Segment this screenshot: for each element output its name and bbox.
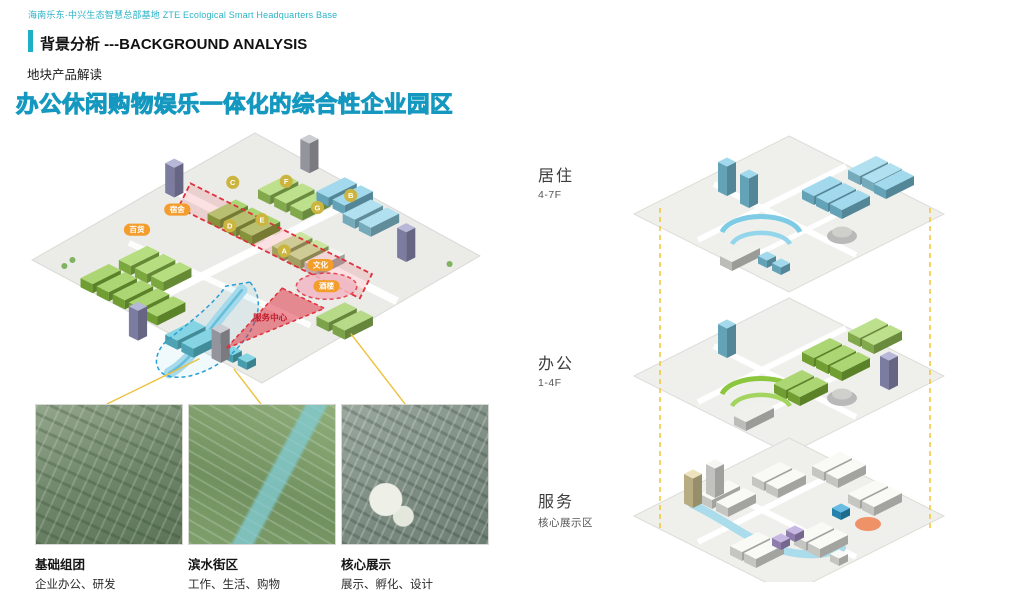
section-title-en: ---BACKGROUND ANALYSIS [100,36,308,53]
layer-stack-diagram [632,135,946,582]
layer-label-office: 办公 1-4F [538,350,574,389]
photo-caption-subtitle: 企业办公、研发 [35,579,116,591]
block-letter: F [284,177,289,186]
layer-name: 服务 [538,494,575,511]
photo-leader-lines [106,333,406,405]
subsection-title: 地块产品解读 [27,68,103,82]
layer-name: 居住 [538,168,575,185]
office-plate [632,297,946,455]
photo-strip: 基础组团 企业办公、研发 滨水街区 工作、生活、购物 核心展示 展示、孵化、设计 [35,404,489,592]
block-letter: B [348,191,354,200]
photo-card: 滨水街区 工作、生活、购物 [188,404,336,592]
block-letter: E [259,215,264,224]
photo-card: 核心展示 展示、孵化、设计 [341,404,489,592]
photo-core-display-image [341,404,489,545]
masterplan-diagram: 宿舍 百货 文化 酒楼 服务中心 C F B G E D A [31,132,481,405]
photo-card: 基础组团 企业办公、研发 [35,404,183,592]
zone-badges: 宿舍 百货 文化 酒楼 服务中心 [123,203,340,322]
layer-floors: 4-7F [538,189,562,201]
layer-floors: 1-4F [538,377,562,389]
layer-floors: 核心展示区 [538,517,593,529]
service-plate [632,437,946,582]
photo-caption-subtitle: 展示、孵化、设计 [341,579,433,591]
layer-label-service: 服务 核心展示区 [538,488,593,530]
waterfront-outline [155,281,259,379]
zone-label-dorm: 宿舍 [170,204,186,214]
section-title: 背景分析 ---BACKGROUND ANALYSIS [40,33,307,54]
photo-waterfront-image [188,404,336,545]
section-accent-bar [28,30,33,52]
layer-name: 办公 [538,356,575,373]
block-letters: C F B G E D A [223,174,358,258]
photo-caption-title: 基础组团 [35,558,86,572]
photo-base-cluster-image [35,404,183,545]
zone-label-restaurant: 酒楼 [319,281,335,291]
photo-caption-title: 滨水街区 [188,558,239,572]
project-title: 海南乐东·中兴生态智慧总部基地 ZTE Ecological Smart Hea… [28,10,338,20]
section-title-cn: 背景分析 [40,36,101,53]
photo-caption-subtitle: 工作、生活、购物 [188,579,280,591]
block-letter: D [227,221,233,230]
service-center-wedge [225,287,327,350]
page-title: 办公休闲购物娱乐一体化的综合性企业园区 [15,92,454,118]
core-orange-accent [855,517,881,531]
waterfront [155,281,259,379]
photo-caption-title: 核心展示 [341,558,392,572]
zone-label-store: 百货 [129,224,145,234]
block-letter: G [315,203,321,212]
zone-label-culture: 文化 [313,260,329,270]
block-letter: A [281,247,287,256]
residential-plate [632,135,946,293]
zone-label-service-center: 服务中心 [253,311,288,322]
layer-label-residential: 居住 4-7F [538,162,574,201]
block-letter: C [230,178,236,187]
